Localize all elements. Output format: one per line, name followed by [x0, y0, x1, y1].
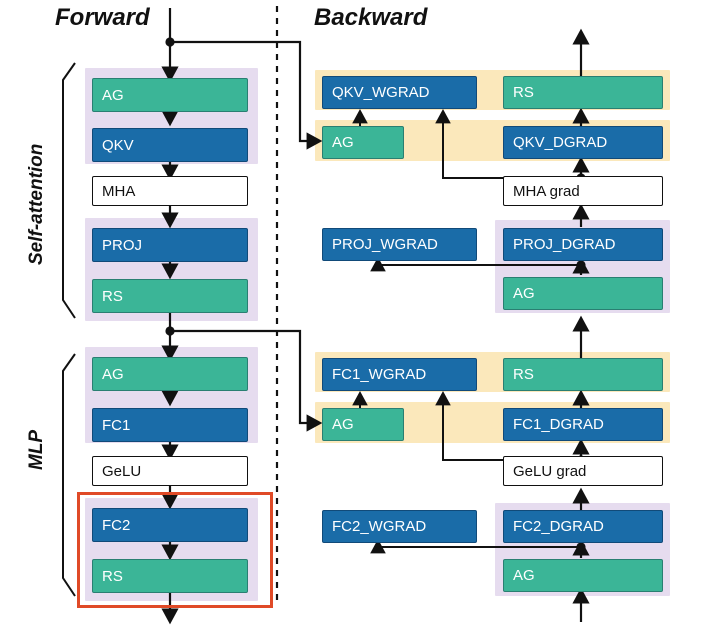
- forward-box-fc1[interactable]: FC1: [92, 408, 248, 442]
- forward-box-rs-attn[interactable]: RS: [92, 279, 248, 313]
- backward-box-fc1-wgrad[interactable]: FC1_WGRAD: [322, 358, 477, 391]
- backward-box-qkv-wgrad[interactable]: QKV_WGRAD: [322, 76, 477, 109]
- backward-box-ag-proj[interactable]: AG: [503, 277, 663, 310]
- backward-box-fc1-dgrad[interactable]: FC1_DGRAD: [503, 408, 663, 441]
- backward-box-ag-fc2[interactable]: AG: [503, 559, 663, 592]
- forward-box-fc2[interactable]: FC2: [92, 508, 248, 542]
- bracket-mlp: [62, 353, 76, 597]
- bracket-self-attention: [62, 62, 76, 319]
- forward-box-proj[interactable]: PROJ: [92, 228, 248, 262]
- backward-box-gelu-grad[interactable]: GeLU grad: [503, 456, 663, 486]
- forward-box-ag-mlp[interactable]: AG: [92, 357, 248, 391]
- page-title-backward: Backward: [314, 4, 428, 31]
- forward-box-gelu[interactable]: GeLU: [92, 456, 248, 486]
- backward-box-ag-mlp[interactable]: AG: [322, 408, 404, 441]
- forward-box-mha[interactable]: MHA: [92, 176, 248, 206]
- backward-box-ag-attn[interactable]: AG: [322, 126, 404, 159]
- backward-box-rs-attn[interactable]: RS: [503, 76, 663, 109]
- backward-box-fc2-wgrad[interactable]: FC2_WGRAD: [322, 510, 477, 543]
- page-title-forward: Forward: [55, 4, 150, 31]
- backward-box-proj-dgrad[interactable]: PROJ_DGRAD: [503, 228, 663, 261]
- backward-box-mha-grad[interactable]: MHA grad: [503, 176, 663, 206]
- backward-box-fc2-dgrad[interactable]: FC2_DGRAD: [503, 510, 663, 543]
- forward-box-rs-mlp[interactable]: RS: [92, 559, 248, 593]
- forward-box-ag-attn[interactable]: AG: [92, 78, 248, 112]
- forward-box-qkv[interactable]: QKV: [92, 128, 248, 162]
- backward-box-qkv-dgrad[interactable]: QKV_DGRAD: [503, 126, 663, 159]
- highlight-box-fc2-rs: [77, 492, 273, 608]
- backward-box-proj-wgrad[interactable]: PROJ_WGRAD: [322, 228, 477, 261]
- backward-box-rs-mlp[interactable]: RS: [503, 358, 663, 391]
